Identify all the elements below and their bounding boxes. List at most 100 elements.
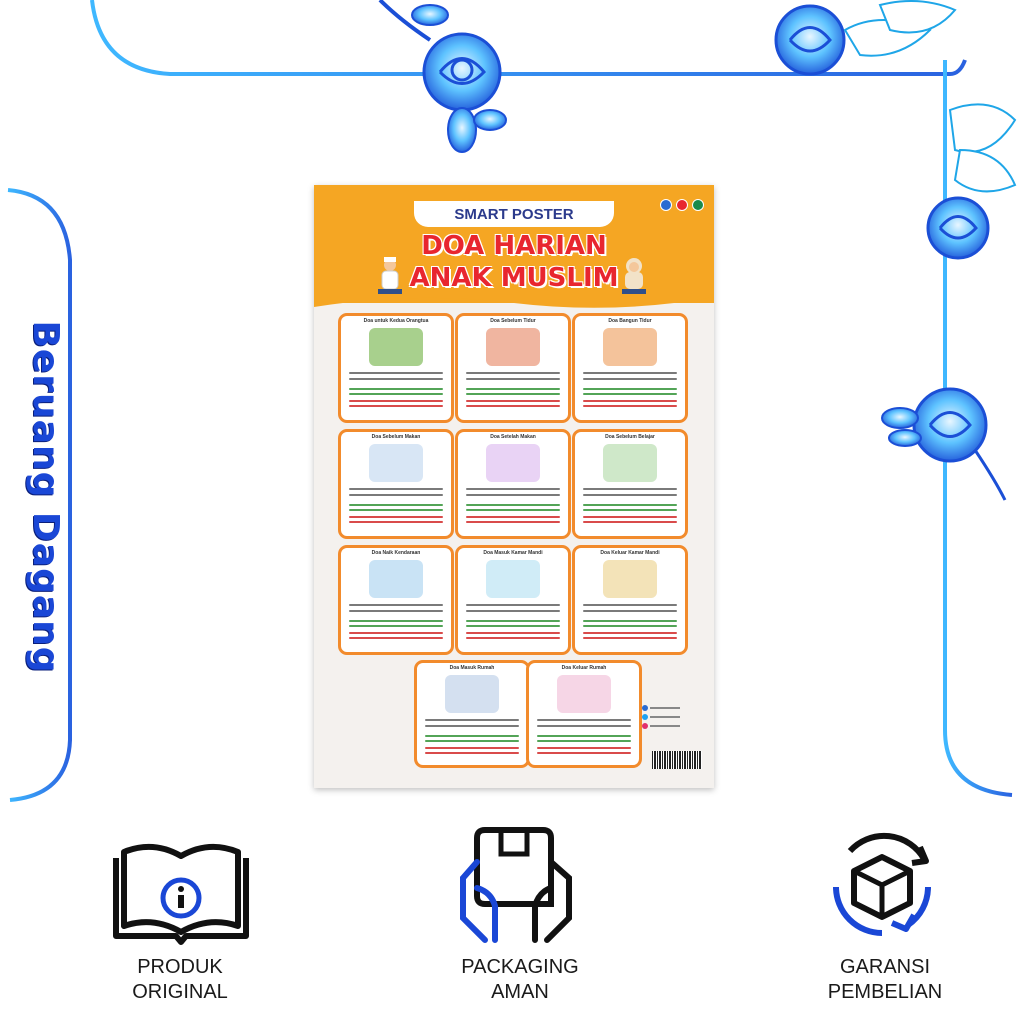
doa-text-line — [466, 372, 560, 374]
doa-text-line — [466, 509, 560, 511]
doa-text-line — [537, 719, 631, 721]
doa-card: Doa Keluar Kamar Mandi — [572, 545, 688, 655]
doa-text-line — [349, 632, 443, 634]
doa-card: Doa Masuk Kamar Mandi — [455, 545, 571, 655]
doa-card-illustration — [603, 328, 657, 366]
barcode — [652, 751, 702, 769]
doa-text-line — [466, 620, 560, 622]
doa-card: Doa Setelah Makan — [455, 429, 571, 539]
doa-card: Doa untuk Kedua Orangtua — [338, 313, 454, 423]
doa-card-illustration — [486, 560, 540, 598]
doa-card-title: Doa Sebelum Makan — [371, 434, 421, 440]
poster-image: SMART POSTER DOA HARIAN ANAK MUSLIM Doa … — [314, 185, 714, 788]
doa-text-line — [349, 372, 443, 374]
doa-text-line — [537, 752, 631, 754]
doa-card: Doa Sebelum Tidur — [455, 313, 571, 423]
doa-text-line — [583, 521, 677, 523]
doa-text-line — [425, 747, 519, 749]
doa-text-line — [583, 637, 677, 639]
doa-text-line — [349, 620, 443, 622]
feature-line2: PEMBELIAN — [827, 981, 943, 1003]
doa-text-line — [349, 625, 443, 627]
feature-garansi-pembelian: GARANSI PEMBELIAN — [800, 955, 970, 1005]
doa-text-line — [466, 393, 560, 395]
doa-text-line — [466, 516, 560, 518]
doa-text-line — [466, 488, 560, 490]
doa-text-line — [537, 747, 631, 749]
doa-text-line — [466, 604, 560, 606]
doa-text-line — [349, 504, 443, 506]
doa-text-line — [583, 625, 677, 627]
doa-text-line — [349, 400, 443, 402]
doa-text-line — [466, 388, 560, 390]
doa-text-line — [583, 604, 677, 606]
doa-card-illustration — [486, 328, 540, 366]
doa-text-line — [583, 494, 677, 496]
doa-card-title: Doa Masuk Kamar Mandi — [483, 550, 543, 556]
doa-card-illustration — [369, 444, 423, 482]
doa-text-line — [583, 405, 677, 407]
feature-line1: PACKAGING — [461, 956, 579, 978]
doa-text-line — [466, 405, 560, 407]
doa-text-line — [425, 752, 519, 754]
feature-line2: AMAN — [491, 981, 549, 1003]
doa-card: Doa Sebelum Makan — [338, 429, 454, 539]
doa-card-illustration — [369, 560, 423, 598]
doa-text-line — [425, 740, 519, 742]
doa-card-illustration — [445, 675, 499, 713]
doa-text-line — [349, 393, 443, 395]
doa-text-line — [583, 504, 677, 506]
book-info-icon — [113, 843, 249, 945]
doa-text-line — [466, 494, 560, 496]
doa-text-line — [466, 625, 560, 627]
doa-text-line — [349, 378, 443, 380]
doa-card-title: Doa Bangun Tidur — [608, 318, 652, 324]
doa-text-line — [349, 516, 443, 518]
box-cycle-icon — [833, 832, 932, 936]
doa-text-line — [349, 610, 443, 612]
doa-card-title: Doa Setelah Makan — [490, 434, 536, 440]
doa-text-line — [349, 604, 443, 606]
doa-card-illustration — [603, 444, 657, 482]
doa-card-illustration — [557, 675, 611, 713]
doa-card: Doa Masuk Rumah — [414, 660, 530, 768]
doa-text-line — [583, 516, 677, 518]
doa-text-line — [425, 725, 519, 727]
rose-top-icon — [378, 0, 507, 153]
doa-card-title: Doa untuk Kedua Orangtua — [363, 318, 429, 324]
doa-text-line — [583, 509, 677, 511]
rose-corner-icon — [774, 0, 1017, 260]
poster-title-line2: ANAK MUSLIM — [409, 263, 619, 293]
doa-text-line — [583, 400, 677, 402]
doa-text-line — [583, 388, 677, 390]
doa-card: Doa Bangun Tidur — [572, 313, 688, 423]
doa-text-line — [537, 740, 631, 742]
feature-line1: GARANSI — [839, 956, 931, 978]
doa-card-title: Doa Naik Kendaraan — [371, 550, 421, 556]
doa-card: Doa Sebelum Belajar — [572, 429, 688, 539]
smart-poster-badge: SMART POSTER — [414, 201, 614, 227]
doa-text-line — [583, 620, 677, 622]
doa-card-illustration — [369, 328, 423, 366]
doa-text-line — [466, 610, 560, 612]
doa-text-line — [349, 509, 443, 511]
doa-card-title: Doa Keluar Kamar Mandi — [600, 550, 660, 556]
feature-packaging-aman: PACKAGING AMAN — [425, 955, 615, 1005]
rose-right-icon — [881, 387, 1007, 501]
doa-text-line — [349, 521, 443, 523]
doa-card: Doa Keluar Rumah — [526, 660, 642, 768]
doa-card-title: Doa Sebelum Belajar — [605, 434, 655, 440]
doa-card-illustration — [603, 560, 657, 598]
publisher-logos — [660, 199, 704, 211]
package-hands-icon — [460, 827, 572, 943]
doa-text-line — [466, 521, 560, 523]
brand-side-text: Beruang Dagang — [25, 320, 66, 674]
doa-text-line — [349, 494, 443, 496]
social-links — [642, 705, 692, 732]
doa-card-title: Doa Masuk Rumah — [449, 665, 495, 671]
feature-produk-original: PRODUK ORIGINAL — [90, 955, 270, 1005]
doa-text-line — [349, 488, 443, 490]
doa-card-illustration — [486, 444, 540, 482]
doa-text-line — [466, 400, 560, 402]
